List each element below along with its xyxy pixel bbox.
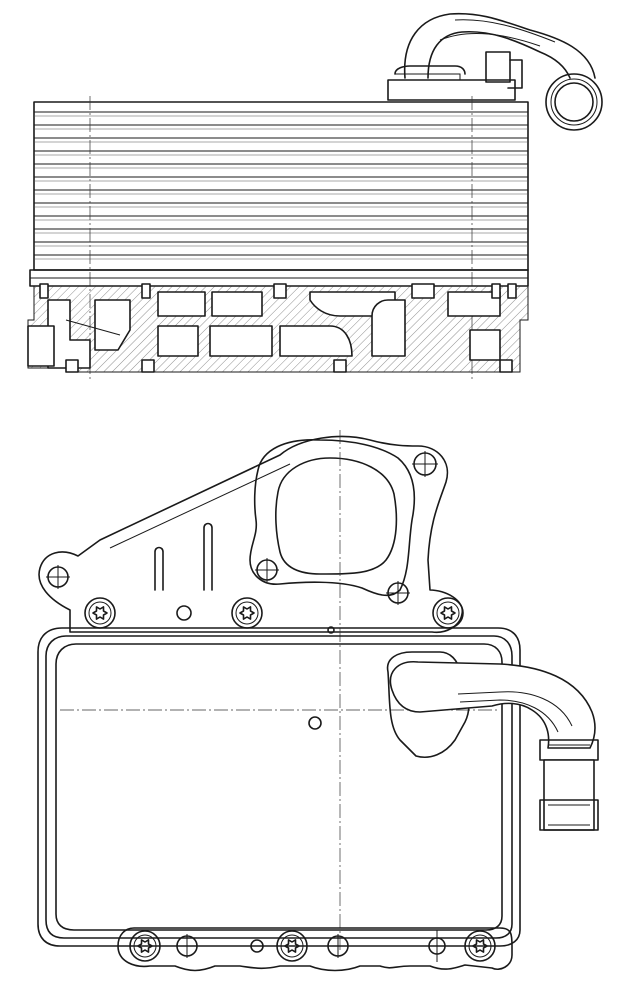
side-hose-elbow (387, 12, 603, 131)
torx-bolt-icon (231, 597, 263, 629)
side-plate-stack (33, 96, 529, 380)
side-view (27, 12, 603, 380)
top-bolts-lower (129, 930, 496, 962)
top-bolts-upper (84, 597, 464, 629)
top-hose-connector (386, 651, 599, 831)
torx-bolt-icon (129, 930, 161, 962)
side-base-housing (27, 283, 529, 373)
top-view (37, 430, 599, 972)
top-bottom-bracket (117, 927, 513, 972)
torx-bolt-icon (464, 930, 496, 962)
torx-bolt-icon (84, 597, 116, 629)
torx-bolt-icon (276, 930, 308, 962)
torx-bolt-icon (432, 597, 464, 629)
top-cooler-body (37, 627, 521, 947)
